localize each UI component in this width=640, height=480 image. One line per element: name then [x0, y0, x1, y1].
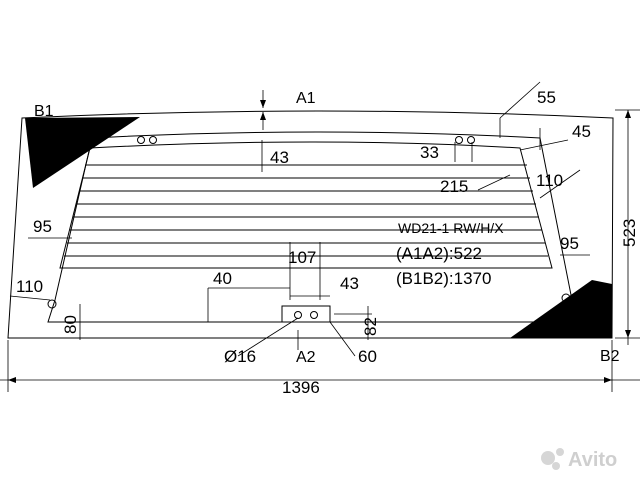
black-corner-right	[510, 280, 612, 338]
part-code: WD21-1 RW/H/X	[398, 220, 504, 236]
heater-grid-lines	[64, 164, 548, 257]
point-labels: B1 A1 A2 B2	[34, 90, 620, 366]
mount-holes	[47, 136, 571, 319]
arrowheads	[8, 100, 631, 383]
dim-95-left: 95	[33, 217, 52, 236]
dim-55: 55	[537, 88, 556, 107]
dim-215: 215	[440, 177, 468, 196]
watermark-text: Avito	[568, 449, 617, 471]
dim-60: 60	[358, 347, 377, 366]
dim-40: 40	[213, 269, 232, 288]
dim-43-top: 43	[270, 148, 289, 167]
dim-43-low: 43	[340, 274, 359, 293]
dim-16: Ø16	[224, 347, 256, 366]
dim-45: 45	[572, 122, 591, 141]
dim-110-right: 110	[536, 171, 563, 190]
dimension-lines	[0, 81, 640, 392]
bottom-notch	[281, 305, 331, 322]
dim-107: 107	[288, 248, 316, 267]
label-b2: B2	[600, 348, 620, 365]
glass-outline	[7, 110, 614, 339]
avito-logo-icon	[541, 451, 555, 465]
avito-watermark: Avito	[541, 448, 617, 471]
label-b1: B1	[34, 103, 54, 120]
dim-523: 523	[620, 219, 639, 247]
inner-frame	[47, 131, 581, 323]
dim-110-left: 110	[16, 277, 43, 296]
label-a2: A2	[296, 349, 316, 366]
a1a2-value: (A1A2):522	[396, 244, 482, 263]
dim-33: 33	[420, 143, 439, 162]
b1b2-value: (B1B2):1370	[396, 269, 491, 288]
dim-1396: 1396	[282, 378, 320, 397]
dim-95-right: 95	[560, 234, 579, 253]
black-corner-left	[25, 117, 140, 188]
dim-80: 80	[61, 315, 80, 334]
heater-grid-frame	[59, 141, 553, 269]
dim-82: 82	[361, 317, 380, 336]
dimension-labels: 55 45 43 33 215 110 95 95 107 40 43 110 …	[16, 88, 639, 397]
label-a1: A1	[296, 90, 316, 107]
info-block: WD21-1 RW/H/X (A1A2):522 (B1B2):1370	[396, 220, 504, 288]
